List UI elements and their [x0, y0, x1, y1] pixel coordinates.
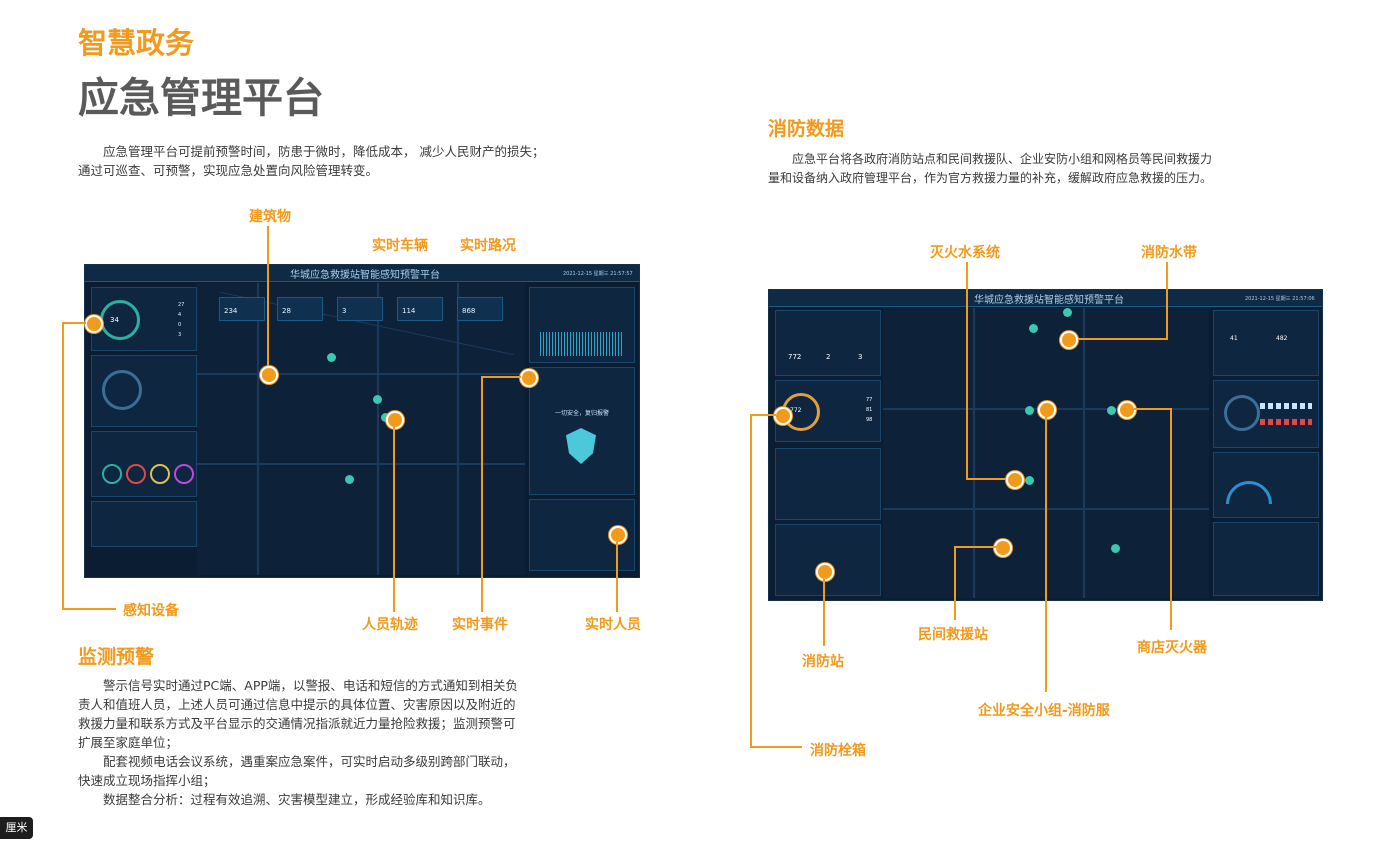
personnel-panel: 41 482 [1213, 310, 1319, 376]
intro-paragraph: 应急管理平台可提前预警时间，防患于微时，降低成本， 减少人民财产的损失；通过可巡… [78, 144, 545, 178]
monitor-paragraph-2: 配套视频电话会议系统，遇重案应急案件，可实时启动多级别跨部门联动，快速成立现场指… [78, 754, 516, 788]
dashboard-header: 华城应急救援站智能感知预警平台 2021-12-15 星期三 21:57:06 [769, 290, 1322, 307]
marker-station [816, 563, 834, 581]
map-marker[interactable] [381, 413, 390, 422]
label-hose: 消防水带 [1141, 245, 1197, 261]
label-station: 消防站 [802, 654, 844, 670]
label-track: 人员轨迹 [362, 617, 418, 633]
marker-extinguisher [1118, 401, 1136, 419]
marker-rescue [994, 539, 1012, 557]
shield-icon [566, 428, 596, 464]
kpi-card: 234 [219, 297, 265, 321]
marker-cabinet [774, 407, 792, 425]
label-hydrant-system: 灭火水系统 [930, 245, 1000, 261]
dashboard-datetime: 2021-12-15 星期三 21:57:57 [563, 271, 633, 277]
list-panel-2 [775, 524, 881, 596]
monitor-text: 警示信号实时通过PC端、APP端，以警报、电话和短信的方式通知到相关负责人和值班… [78, 676, 523, 809]
marker-personnel [609, 526, 627, 544]
map-area[interactable] [197, 283, 525, 575]
label-sensor: 感知设备 [123, 603, 179, 619]
label-traffic: 实时路况 [460, 238, 516, 254]
map-marker[interactable] [1063, 308, 1072, 317]
event-panel: 一切安全，复归报警 [529, 367, 635, 495]
left-dashboard-screenshot: 华城应急救援站智能感知预警平台 2021-12-15 星期三 21:57:57 … [84, 264, 640, 578]
marker-building [260, 366, 278, 384]
label-cabinet: 消防栓箱 [810, 743, 866, 759]
kpi-card: 114 [397, 297, 443, 321]
marker-hydrant-system [1006, 471, 1024, 489]
label-building: 建筑物 [249, 209, 291, 225]
label-personnel: 实时人员 [585, 617, 641, 633]
map-marker[interactable] [1025, 476, 1034, 485]
fire-data-title: 消防数据 [768, 118, 845, 140]
map-marker[interactable] [345, 475, 354, 484]
kpi-card: 3 [337, 297, 383, 321]
marker-sensor [85, 315, 103, 333]
map-marker[interactable] [373, 395, 382, 404]
weather-panel [91, 431, 197, 497]
kpi-card: 28 [277, 297, 323, 321]
dashboard-title: 华城应急救援站智能感知预警平台 [974, 295, 1124, 306]
map-marker[interactable] [1111, 544, 1120, 553]
dashboard-header: 华城应急救援站智能感知预警平台 2021-12-15 星期三 21:57:57 [85, 265, 639, 282]
label-event: 实时事件 [452, 617, 508, 633]
monitor-title: 监测预警 [78, 646, 155, 668]
map-marker[interactable] [1107, 406, 1116, 415]
label-extinguisher: 商店灭火器 [1137, 640, 1207, 656]
marker-hose [1060, 331, 1078, 349]
dashboard-datetime: 2021-12-15 星期三 21:57:06 [1245, 296, 1315, 302]
label-vehicle: 实时车辆 [372, 238, 428, 254]
gauge-panel-2 [1213, 452, 1319, 518]
label-rescue: 民间救援站 [918, 627, 988, 643]
marker-safety-suit [1038, 401, 1056, 419]
section-subtitle: 智慧政务 [78, 26, 195, 60]
device-panel: 34 27 4 0 3 [91, 287, 197, 351]
map-marker[interactable] [1029, 324, 1038, 333]
label-safety-suit: 企业安全小组-消防服 [978, 703, 1110, 719]
fire-data-paragraph: 应急平台将各政府消防站点和民间救援队、企业安防小组和网格员等民间救援力量和设备纳… [768, 152, 1213, 185]
list-panel [91, 501, 197, 547]
dashboard-title: 华城应急救援站智能感知预警平台 [290, 270, 440, 281]
alarm-panel [1213, 380, 1319, 448]
gauge-value: 34 [110, 316, 119, 324]
monitor-paragraph-1: 警示信号实时通过PC端、APP端，以警报、电话和短信的方式通知到相关负责人和值班… [78, 678, 518, 750]
stats-panel: 772 2 3 [775, 310, 881, 376]
video-panel [1213, 522, 1319, 596]
map-marker[interactable] [327, 353, 336, 362]
monitor-paragraph-3: 数据整合分析：过程有效追溯、灾害模型建立，形成经验库和知识库。 [103, 792, 491, 807]
page-title: 应急管理平台 [78, 74, 324, 122]
unit-tag: 厘米 [0, 817, 33, 839]
status-card-text: 一切安全，复归报警 [554, 410, 609, 417]
map-marker[interactable] [1025, 406, 1034, 415]
marker-track [386, 411, 404, 429]
chart-panel [529, 287, 635, 363]
kpi-card: 868 [457, 297, 503, 321]
alarm-panel [91, 355, 197, 427]
list-panel [775, 448, 881, 520]
marker-event [520, 369, 538, 387]
